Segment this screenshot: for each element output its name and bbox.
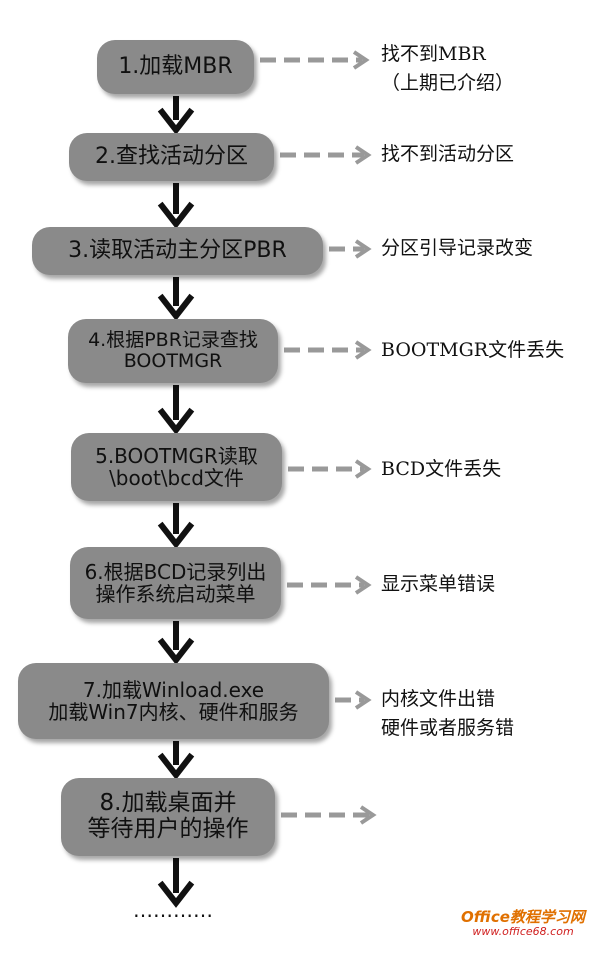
flow-step-label: 3.读取活动主分区PBR <box>68 237 287 263</box>
error-note-line: 分区引导记录改变 <box>381 237 534 259</box>
down-arrow <box>157 741 195 780</box>
error-note-3: 分区引导记录改变 <box>381 234 533 263</box>
error-note-line: BCD文件丢失 <box>381 458 502 480</box>
error-note-7: 内核文件出错硬件或者服务错 <box>381 685 514 744</box>
flow-step-1: 1.加载MBR <box>97 40 254 94</box>
dashed-arrow <box>284 340 372 360</box>
dashed-arrow <box>288 459 372 479</box>
flow-step-label: 8.加载桌面并 <box>99 790 237 817</box>
error-note-line: （上期已介绍） <box>381 72 515 95</box>
watermark: Office教程学习网 www.office68.com <box>450 909 596 938</box>
watermark-title: Office教程学习网 <box>461 908 585 926</box>
error-note-1: 找不到MBR （上期已介绍） <box>381 40 514 99</box>
flow-step-3: 3.读取活动主分区PBR <box>32 227 323 275</box>
error-note-line: 硬件或者服务错 <box>381 717 515 740</box>
dashed-arrow <box>281 805 377 825</box>
dashed-arrow <box>287 575 372 595</box>
down-arrow <box>157 183 195 229</box>
flow-step-label: \boot\bcd文件 <box>109 466 244 490</box>
down-arrow <box>157 503 195 549</box>
error-note-line: 显示菜单错误 <box>381 573 496 595</box>
flow-step-2: 2.查找活动分区 <box>69 133 274 181</box>
continuation-dots: ………… <box>133 898 213 922</box>
dashed-arrows <box>260 50 377 825</box>
error-note-2: 找不到活动分区 <box>381 140 514 169</box>
flow-step-label: 7.加载Winload.exe <box>82 677 265 702</box>
flow-step-label: 2.查找活动分区 <box>95 143 248 169</box>
dashed-arrow <box>280 145 372 165</box>
flow-step-label: 加载Win7内核、硬件和服务 <box>48 700 299 724</box>
down-arrow <box>157 621 195 665</box>
dashed-arrow <box>329 239 372 259</box>
flow-step-label: 1.加载MBR <box>118 53 233 79</box>
flow-step-label: 5.BOOTMGR读取 <box>95 443 258 468</box>
error-note-5: BCD文件丢失 <box>381 455 501 484</box>
flow-step-label: 4.根据PBR记录查找 <box>88 328 258 351</box>
dashed-arrow <box>335 690 372 710</box>
flow-step-label: 等待用户的操作 <box>87 816 249 842</box>
flow-step-label: 6.根据BCD记录列出 <box>84 559 267 584</box>
error-note-4: BOOTMGR文件丢失 <box>381 336 564 365</box>
flow-step-5: 5.BOOTMGR读取\boot\bcd文件 <box>71 433 282 501</box>
flow-step-label: BOOTMGR <box>123 350 223 372</box>
down-arrow <box>157 96 195 135</box>
error-note-line: 找不到活动分区 <box>381 143 515 165</box>
dashed-arrow <box>260 50 370 70</box>
error-note-line: 找不到MBR <box>381 43 486 65</box>
error-note-line: BOOTMGR文件丢失 <box>381 339 565 361</box>
flow-step-label: 操作系统启动菜单 <box>95 582 256 606</box>
down-arrow <box>157 277 195 321</box>
down-arrows <box>157 96 195 908</box>
watermark-url: www.office68.com <box>472 924 574 938</box>
error-note-6: 显示菜单错误 <box>381 570 495 599</box>
error-note-line: 内核文件出错 <box>381 688 496 710</box>
down-arrow <box>157 385 195 435</box>
down-arrow <box>157 858 195 908</box>
flow-step-6: 6.根据BCD记录列出操作系统启动菜单 <box>70 547 281 619</box>
flow-step-8: 8.加载桌面并等待用户的操作 <box>61 778 275 856</box>
